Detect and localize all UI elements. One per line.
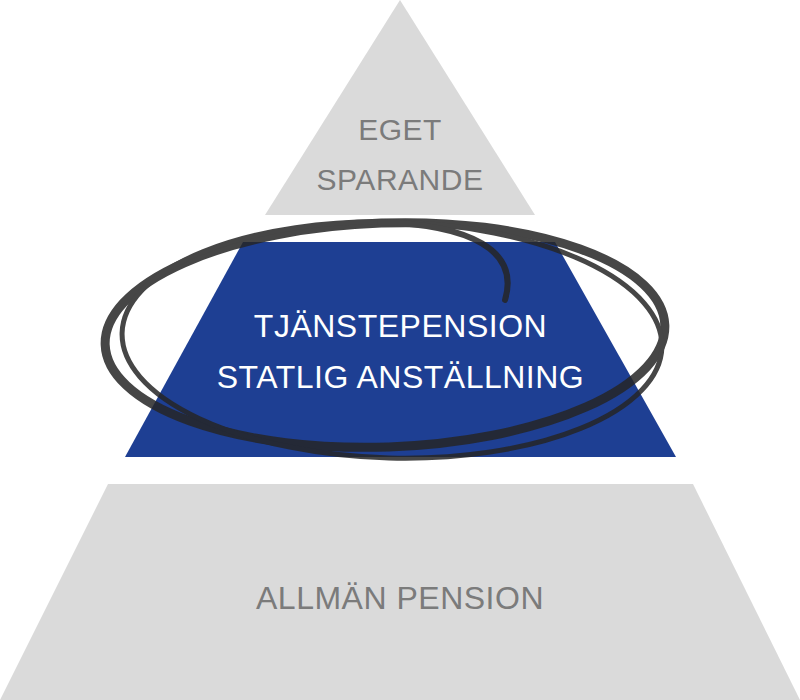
middle-band: TJÄNSTEPENSION STATLIG ANSTÄLLNING bbox=[125, 242, 676, 457]
band-fill bbox=[125, 242, 676, 457]
top-band: EGET SPARANDE bbox=[265, 0, 535, 215]
band-label: TJÄNSTEPENSION STATLIG ANSTÄLLNING bbox=[191, 301, 611, 403]
band-label: EGET SPARANDE bbox=[295, 105, 505, 205]
ellipse-stroke bbox=[119, 215, 665, 465]
band-fill bbox=[0, 484, 800, 700]
ellipse-stroke bbox=[101, 213, 668, 456]
band-label: ALLMÄN PENSION bbox=[140, 578, 660, 618]
band-shape bbox=[125, 242, 676, 457]
bottom-band: ALLMÄN PENSION bbox=[0, 484, 800, 700]
band-fill bbox=[265, 0, 535, 215]
ellipse-stroke bbox=[380, 222, 508, 300]
